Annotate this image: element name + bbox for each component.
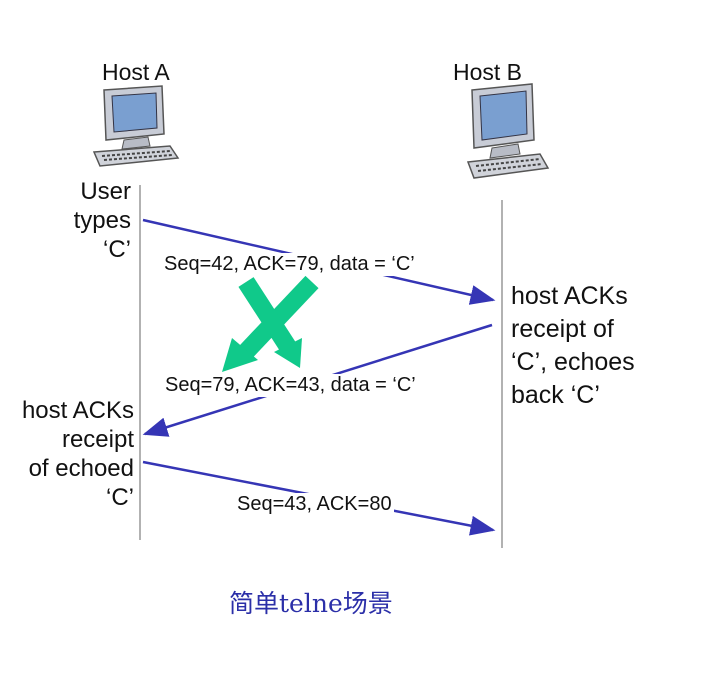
note-line: of echoed (28, 455, 134, 482)
host-b-label: Host B (453, 59, 523, 85)
host-b-monitor (466, 83, 550, 179)
host-a-monitor (92, 85, 180, 167)
host-b-echo-note: host ACKs receipt of ‘C’, echoes back ‘C… (511, 280, 635, 412)
note-line: ‘C’ (103, 236, 131, 263)
diagram-caption: 简单telne场景 (229, 589, 393, 618)
host-a-ack-note: host ACKs receipt of echoed ‘C’ (22, 396, 134, 512)
note-line: receipt of (511, 315, 614, 343)
note-line: User (80, 178, 131, 205)
host-a-user-note: User types ‘C’ (74, 177, 131, 264)
note-line: host ACKs (511, 282, 628, 310)
note-line: back ‘C’ (511, 381, 600, 409)
note-line: ‘C’ (106, 484, 134, 511)
note-line: types (73, 207, 131, 234)
note-line: ‘C’, echoes (511, 348, 635, 376)
host-a-label: Host A (102, 59, 170, 85)
msg3-label: Seq=43, ACK=80 (235, 493, 394, 516)
msg1-label: Seq=42, ACK=79, data = ‘C’ (162, 253, 417, 276)
note-line: host ACKs (21, 397, 134, 424)
note-line: receipt (61, 426, 134, 453)
msg2-label: Seq=79, ACK=43, data = ‘C’ (163, 374, 418, 397)
